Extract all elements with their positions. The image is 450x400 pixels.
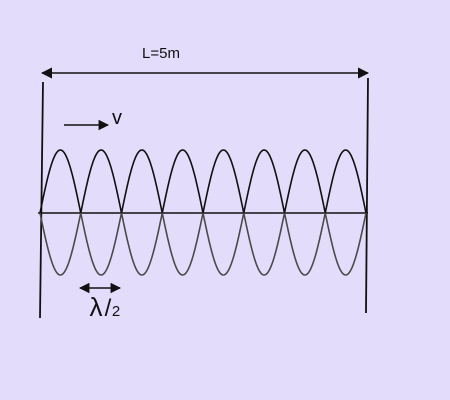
upper-wave-envelope	[39, 149, 367, 214]
right-fixed-end	[365, 77, 369, 314]
half-wavelength-denominator: 2	[112, 303, 120, 320]
half-wavelength-slash: /	[105, 295, 112, 322]
lower-wave-envelope	[39, 212, 367, 276]
velocity-label: v	[112, 107, 122, 129]
length-label: L=5m	[142, 45, 180, 62]
left-fixed-end	[39, 81, 44, 319]
half-wavelength-symbol: λ	[90, 292, 103, 322]
